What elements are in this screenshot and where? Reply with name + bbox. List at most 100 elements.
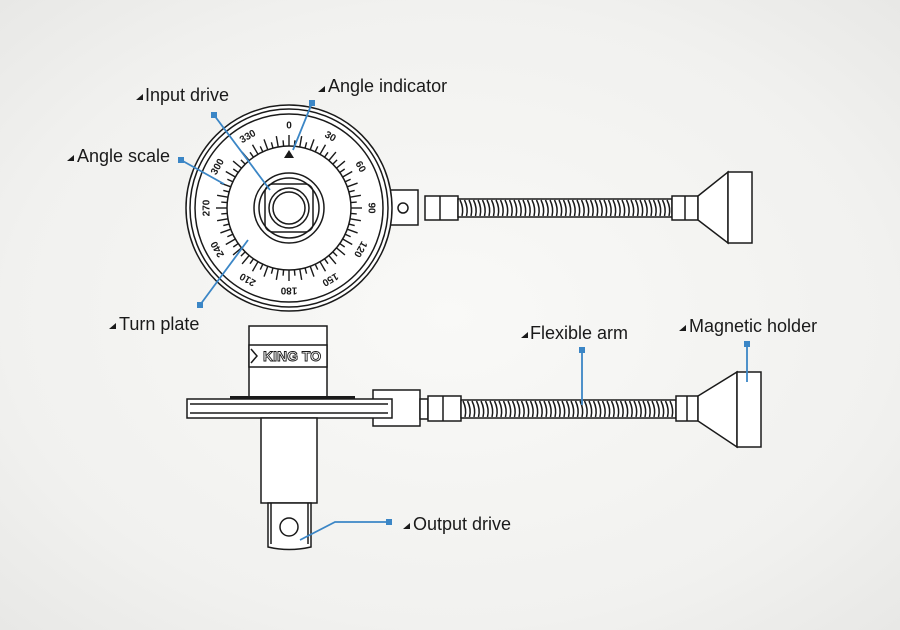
magnetic-holder-cone-side: [697, 370, 738, 449]
scale-tick: [221, 201, 228, 204]
coil-segment: [490, 199, 495, 217]
coil-segment: [508, 199, 513, 217]
input-drive-square: [264, 183, 314, 233]
scale-tick: [299, 268, 303, 281]
scale-tick: [225, 170, 236, 178]
coil-segment: [648, 199, 653, 217]
coil-segment: [585, 199, 590, 217]
arm-coupling-left-side: [427, 395, 462, 422]
coil-segment: [459, 199, 464, 217]
turn-plate-side: [186, 398, 393, 419]
coil-segment: [661, 199, 666, 217]
scale-tick: [249, 258, 255, 265]
coil-segment: [606, 400, 611, 418]
scale-tick: [344, 233, 351, 238]
scale-tick: [232, 160, 242, 169]
coil-segment: [499, 199, 504, 217]
scale-tick: [332, 251, 338, 257]
coil-segment: [583, 400, 588, 418]
scale-tick: [232, 242, 239, 248]
coil-segment: [534, 400, 539, 418]
scale-number: 30: [322, 129, 338, 144]
scale-tick: [328, 255, 337, 265]
svg-text:Output drive: Output drive: [413, 514, 511, 534]
magnetic-holder-base: [727, 171, 753, 244]
brand-band: [248, 344, 328, 368]
scale-tick: [339, 168, 346, 174]
scale-number: 270: [202, 199, 213, 216]
coil-segment: [517, 199, 522, 217]
scale-tick: [319, 144, 327, 155]
label-flexible-arm: Flexible arm: [521, 323, 628, 343]
coil-segment: [468, 199, 473, 217]
scale-tick: [344, 178, 351, 183]
scale-tick: [259, 146, 264, 153]
coil-segment: [463, 199, 468, 217]
scale-tick: [232, 168, 239, 174]
scale-tick: [221, 212, 228, 215]
scale-tick: [336, 247, 346, 256]
output-drive-square: [267, 502, 312, 551]
scale-tick: [323, 151, 329, 158]
coil-segment: [657, 199, 662, 217]
coil-segment: [513, 199, 518, 217]
coil-segment: [634, 199, 639, 217]
scale-tick: [304, 142, 308, 149]
coil-segment: [576, 199, 581, 217]
coil-segment: [612, 199, 617, 217]
coil-segment: [561, 400, 566, 418]
scale-tick: [348, 189, 355, 193]
coil-segment: [592, 400, 597, 418]
coil-segment: [607, 199, 612, 217]
scale-tick: [251, 144, 259, 155]
magnetic-holder-base-side: [736, 371, 762, 448]
brand-logo: KING TO: [263, 348, 321, 364]
scale-tick: [282, 140, 285, 147]
scale-number: 60: [352, 159, 367, 175]
coil-segment: [498, 400, 503, 418]
coil-segment: [598, 199, 603, 217]
label-turn-plate: Turn plate: [109, 314, 199, 334]
scale-tick: [216, 218, 229, 222]
scale-tick: [304, 267, 308, 274]
coil-segment: [571, 199, 576, 217]
coil-segment: [601, 400, 606, 418]
scale-tick: [251, 261, 259, 272]
coil-segment: [544, 199, 549, 217]
scale-tick: [339, 242, 346, 248]
coil-segment: [493, 400, 498, 418]
scale-tick: [232, 247, 242, 256]
coil-segment: [504, 199, 509, 217]
coil-segment: [603, 199, 608, 217]
coil-segment: [475, 400, 480, 418]
coil-segment: [553, 199, 558, 217]
scale-tick: [349, 218, 362, 222]
scale-number: 90: [366, 202, 377, 214]
label-angle-indicator: Angle indicator: [318, 76, 447, 96]
coil-segment: [535, 199, 540, 217]
scale-tick: [275, 268, 279, 281]
svg-text:Flexible arm: Flexible arm: [530, 323, 628, 343]
label-input-drive: Input drive: [136, 85, 229, 105]
scale-tick: [216, 194, 229, 198]
coil-segment: [589, 199, 594, 217]
coil-segment: [538, 400, 543, 418]
coil-segment: [486, 199, 491, 217]
coil-segment: [639, 199, 644, 217]
coil-segment: [597, 400, 602, 418]
svg-text:Input drive: Input drive: [145, 85, 229, 105]
scale-tick: [319, 261, 327, 272]
scale-tick: [347, 228, 358, 234]
coil-segment: [507, 400, 512, 418]
scale-tick: [314, 146, 319, 153]
flexible-arm-top: [457, 198, 673, 218]
angle-indicator-pointer: [284, 150, 294, 158]
coil-segment: [616, 199, 621, 217]
coil-segment: [526, 199, 531, 217]
coil-segment: [580, 199, 585, 217]
scale-tick: [348, 223, 355, 227]
scale-tick: [275, 135, 279, 148]
coil-segment: [651, 400, 656, 418]
